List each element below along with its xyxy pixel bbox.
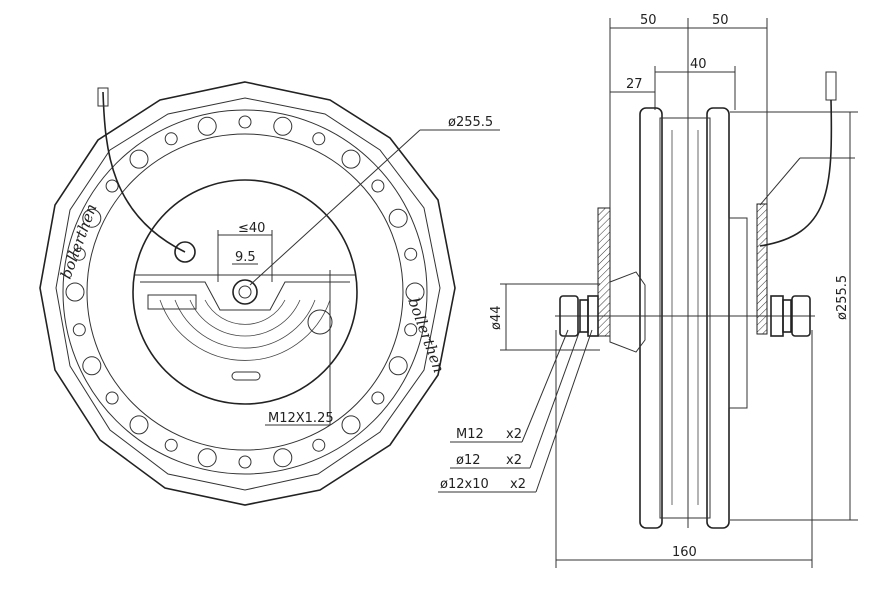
- outer-rim-outline: [39, 81, 456, 506]
- cable-grommet: [174, 241, 196, 263]
- bolt-hole: [388, 208, 408, 228]
- part-1-name: M12: [456, 427, 484, 442]
- bolt-hole: [371, 391, 385, 405]
- bolt-hole: [238, 455, 252, 469]
- brand-text-left: bollerthen: [57, 201, 101, 281]
- part-3-name: ø12x10: [440, 477, 489, 492]
- axle-bore: [232, 279, 258, 305]
- bolt-hole: [388, 356, 408, 376]
- leader-spacer: [535, 329, 593, 493]
- bolt-hole: [197, 116, 217, 136]
- bolt-hole: [312, 132, 326, 146]
- bolt-hole: [371, 179, 385, 193]
- leader-nut: [521, 329, 569, 443]
- axle-center: [238, 285, 252, 299]
- hub-arc-2: [174, 299, 316, 349]
- diameter-leader: [249, 129, 421, 286]
- bolt-hole: [72, 323, 86, 337]
- bolt-hole: [341, 149, 361, 169]
- bolt-hole: [129, 415, 149, 435]
- bolt-hole: [72, 247, 86, 261]
- thread-label: M12X1.25: [268, 411, 334, 426]
- total-width-label: 160: [672, 545, 697, 560]
- leader-washer: [529, 329, 581, 469]
- outer-dia-label: ø255.5: [835, 275, 850, 320]
- bolt-hole: [312, 438, 326, 452]
- dim-40-label: 40: [690, 57, 707, 72]
- bolt-hole: [341, 415, 361, 435]
- bolt-hole: [82, 208, 102, 228]
- bolt-hole: [164, 132, 178, 146]
- stator-body: [659, 117, 711, 519]
- hub-lower-half: [140, 281, 350, 311]
- side-cable-plug: [825, 71, 837, 101]
- nut-left: [559, 295, 579, 337]
- hub-arc-4: [204, 299, 286, 325]
- rim-left-flange: [639, 107, 663, 529]
- slot-width-label: ≤40: [238, 221, 265, 236]
- torque-arm: [609, 271, 646, 353]
- nut-right: [791, 295, 811, 337]
- cable-plug: [97, 87, 109, 107]
- hub-arc-3: [189, 299, 301, 337]
- bolt-hole: [197, 448, 217, 468]
- part-1-qty: x2: [506, 427, 522, 442]
- slot-inner-label: 9.5: [235, 250, 256, 265]
- brand-text-right: bollerthen: [404, 295, 448, 375]
- axle-dia-label: ø44: [489, 306, 504, 331]
- disc-left-hatched: [597, 207, 611, 337]
- bolt-hole: [65, 282, 85, 302]
- connector-block: [147, 294, 197, 310]
- bolt-hole: [105, 179, 119, 193]
- dim-left-50: 50: [640, 13, 657, 28]
- bolt-hole: [405, 282, 425, 302]
- bolt-hole: [273, 448, 293, 468]
- connector-slot: [231, 371, 261, 381]
- spoke-ring-inner: [86, 133, 404, 451]
- bolt-hole: [273, 116, 293, 136]
- spacer-right: [770, 295, 784, 337]
- bolt-holes: [65, 115, 425, 469]
- bolt-hole: [404, 323, 418, 337]
- bolt-hole: [129, 149, 149, 169]
- part-3-qty: x2: [510, 477, 526, 492]
- hub-face: [132, 179, 358, 405]
- dim-27-label: 27: [626, 77, 643, 92]
- hub-cap-right: [728, 217, 748, 409]
- hall-connector: [307, 309, 333, 335]
- part-2-qty: x2: [506, 453, 522, 468]
- side-cable-leader: [759, 157, 801, 206]
- part-2-name: ø12: [456, 453, 481, 468]
- side-view: 50 50 27 40 ø44 ø255.5: [438, 13, 858, 568]
- bolt-hole: [404, 247, 418, 261]
- bolt-hole: [105, 391, 119, 405]
- side-cable-wire: [759, 99, 833, 247]
- bolt-hole: [238, 115, 252, 129]
- front-view: ≤40 9.5 ø255.5 M12X1.25 bollerthen bolle…: [39, 81, 500, 506]
- hub-arc-1: [159, 299, 331, 361]
- outer-diameter-label: ø255.5: [448, 115, 493, 130]
- bolt-hole: [82, 356, 102, 376]
- inner-rim-outline: [55, 97, 441, 491]
- bolt-hole: [164, 438, 178, 452]
- spoke-ring-outer: [62, 109, 428, 475]
- cable-wire: [102, 91, 186, 253]
- dim-right-50: 50: [712, 13, 729, 28]
- spacer-left: [587, 295, 599, 337]
- disc-right-hatched: [756, 203, 768, 335]
